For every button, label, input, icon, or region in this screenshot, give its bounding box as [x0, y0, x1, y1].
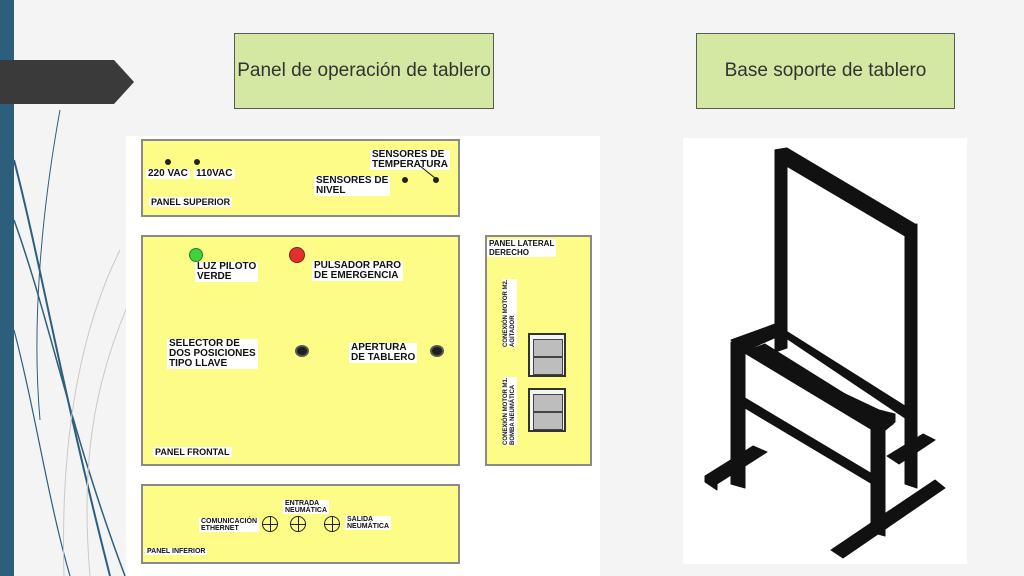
- panel-lateral-derecho: PANEL LATERAL DERECHO CONEXIÓN MOTOR M2.…: [485, 235, 592, 466]
- motor-agitator-socket-icon: [528, 333, 566, 377]
- emergency-stop-icon: [289, 247, 305, 263]
- callout-support-base-text: Base soporte de tablero: [724, 59, 927, 81]
- panel-lock-icon: [430, 345, 444, 357]
- temp-sensor-jack-icon: [433, 177, 439, 183]
- label-ethernet: COMUNICACIÓN ETHERNET: [199, 518, 259, 532]
- label-pneumatic-in: ENTRADA NEUMÁTICA: [283, 500, 329, 514]
- callout-operation-panel: Panel de operación de tablero: [234, 33, 494, 109]
- pneumatic-out-port-icon: [324, 516, 340, 532]
- motor-pump-socket-icon: [528, 388, 566, 432]
- socket-cell: [533, 357, 563, 375]
- panel-superior: 220 VAC 110VAC SENSORES DE TEMPERATURA S…: [141, 139, 460, 217]
- panel-frontal-title: PANEL FRONTAL: [153, 447, 232, 457]
- label-temp-sensors: SENSORES DE TEMPERATURA: [370, 149, 450, 170]
- callout-support-base: Base soporte de tablero: [696, 33, 955, 109]
- socket-cell: [533, 394, 563, 412]
- panel-frontal: LUZ PILOTO VERDE PULSADOR PARO DE EMERGE…: [141, 235, 460, 466]
- label-panel-opening: APERTURA DE TABLERO: [349, 342, 418, 363]
- slide-pointer-shape: [0, 60, 134, 104]
- key-selector-icon: [295, 345, 309, 357]
- panel-lateral-title: PANEL LATERAL DERECHO: [487, 239, 557, 257]
- ethernet-port-icon: [262, 516, 278, 532]
- label-key-selector: SELECTOR DE DOS POSICIONES TIPO LLAVE: [167, 338, 258, 369]
- label-emergency-button: PULSADOR PARO DE EMERGENCIA: [312, 260, 404, 281]
- socket-cell: [533, 339, 563, 357]
- pilot-light-icon: [189, 248, 203, 262]
- level-sensor-jack-icon: [402, 177, 408, 183]
- jack-220-icon: [165, 159, 171, 165]
- jack-110-icon: [194, 159, 200, 165]
- pneumatic-in-port-icon: [290, 516, 306, 532]
- label-pneumatic-out: SALIDA NEUMÁTICA: [345, 516, 391, 530]
- label-motor-agitator: CONEXIÓN MOTOR M2. AGITADOR: [503, 279, 517, 347]
- panel-inferior: COMUNICACIÓN ETHERNET ENTRADA NEUMÁTICA …: [141, 484, 460, 564]
- panel-superior-title: PANEL SUPERIOR: [149, 197, 233, 207]
- left-accent-bar: [0, 0, 14, 576]
- temp-sensor-leader-line: [419, 165, 436, 179]
- label-220vac: 220 VAC: [146, 168, 190, 179]
- callout-operation-panel-text: Panel de operación de tablero: [237, 59, 491, 81]
- decorative-curves: [13, 109, 131, 576]
- label-motor-pump: CONEXIÓN MOTOR M1. BOMBA NEUMÁTICA: [503, 377, 517, 445]
- support-stand-drawing: [704, 147, 946, 559]
- label-110vac: 110VAC: [194, 168, 235, 179]
- panel-inferior-title: PANEL INFERIOR: [145, 548, 208, 555]
- label-level-sensors: SENSORES DE NIVEL: [314, 175, 391, 196]
- label-pilot-light: LUZ PILOTO VERDE: [195, 261, 259, 282]
- socket-cell: [533, 412, 563, 430]
